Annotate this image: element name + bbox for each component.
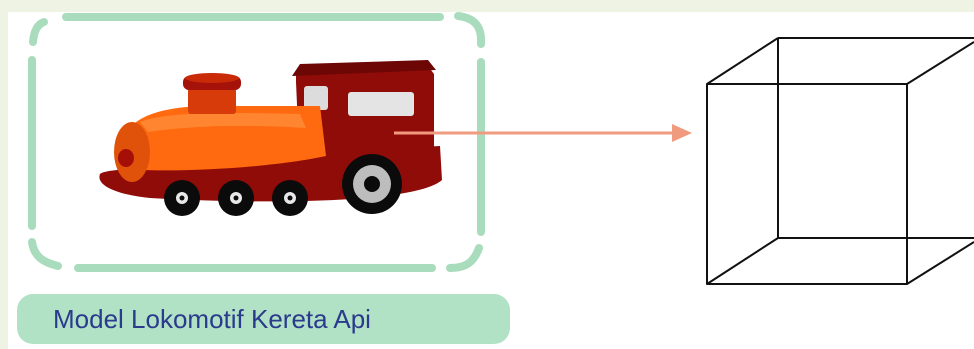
arrow-right-icon — [394, 124, 692, 142]
top-band — [0, 0, 974, 12]
locomotive-icon — [99, 60, 443, 216]
cube-wireframe-icon — [706, 37, 974, 285]
caption-label: Model Lokomotif Kereta Api — [17, 294, 510, 344]
left-band — [0, 0, 8, 349]
locomotive-wheels — [164, 154, 402, 216]
model-frame — [28, 12, 486, 272]
